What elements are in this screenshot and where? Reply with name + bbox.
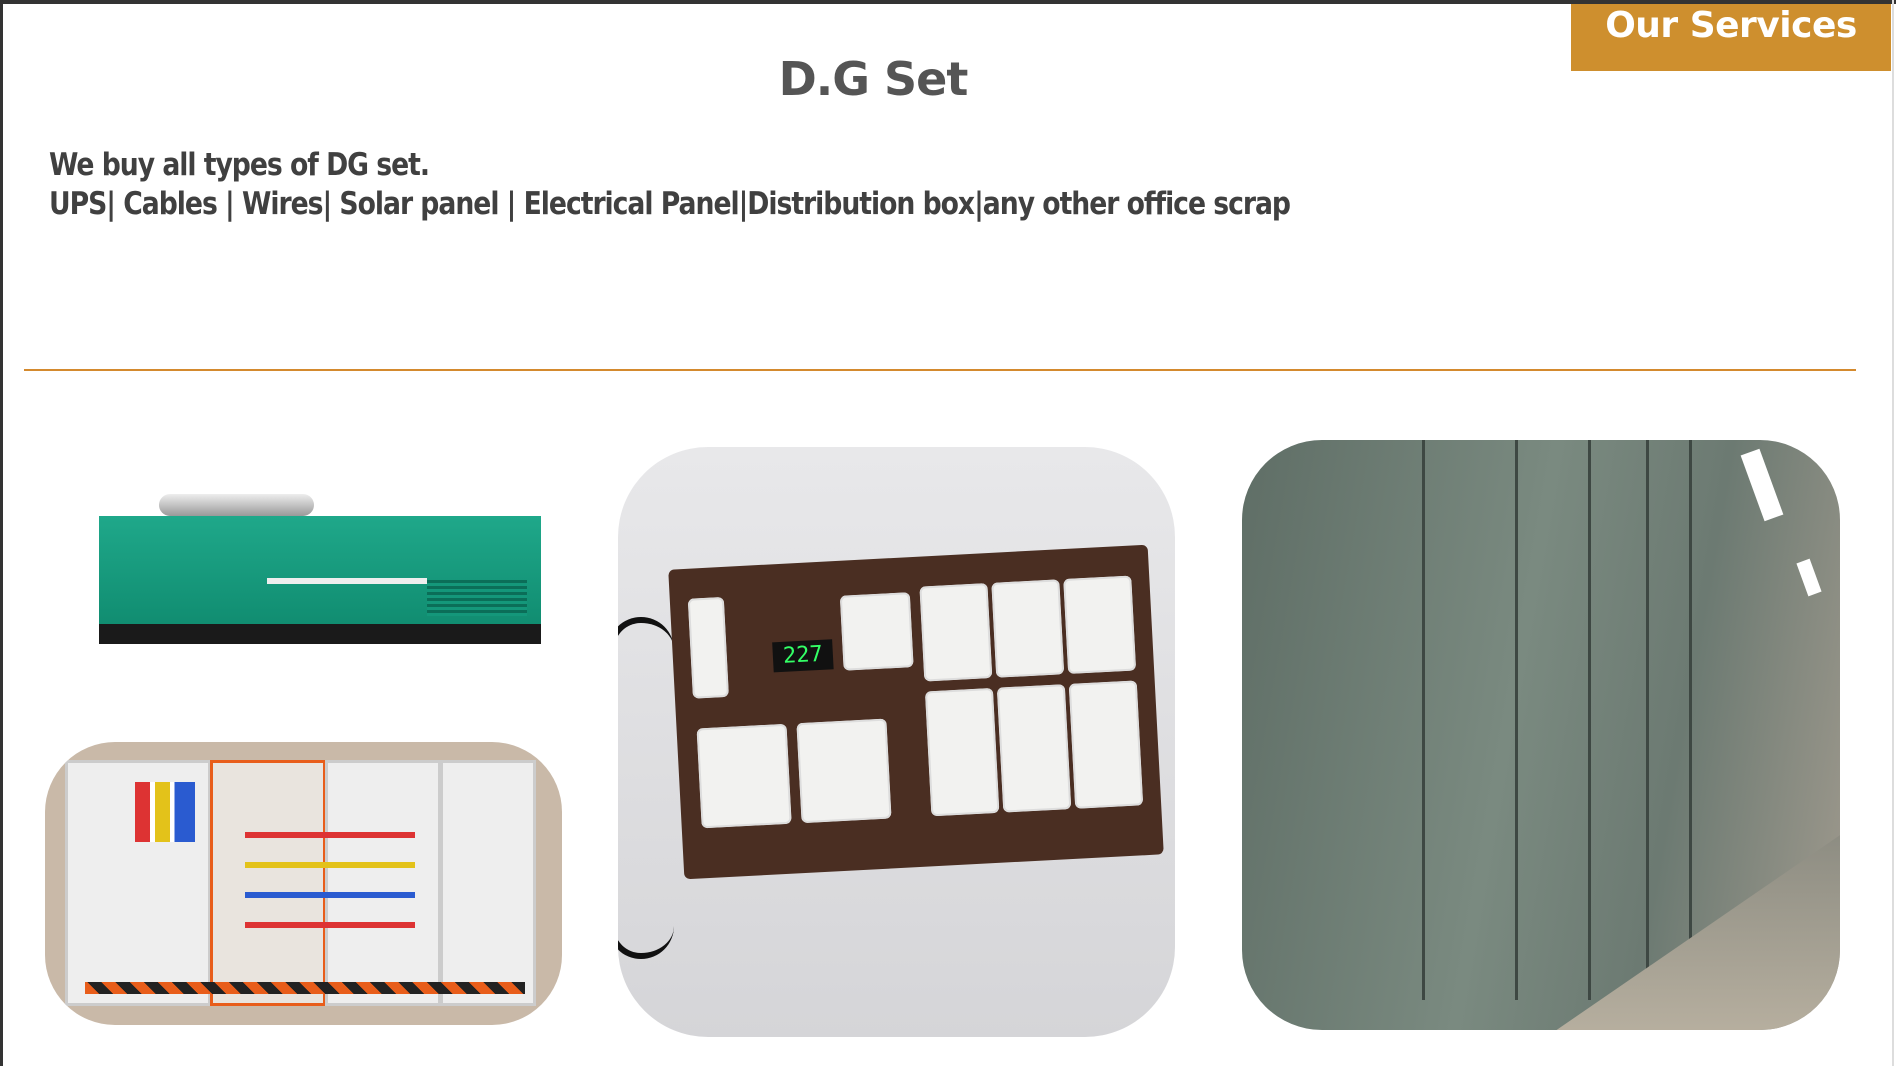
voltage-display: 227 xyxy=(772,639,834,673)
divider xyxy=(24,369,1856,371)
window-right-border xyxy=(1892,0,1894,1066)
our-services-banner: Our Services xyxy=(1571,4,1891,71)
description: We buy all types of DG set. UPS| Cables … xyxy=(49,146,1291,224)
window-top-border xyxy=(0,0,1896,4)
description-line-1: We buy all types of DG set. xyxy=(49,147,430,183)
control-panel-room-image xyxy=(1242,440,1840,1030)
page-title: D.G Set xyxy=(778,52,969,106)
generator-image xyxy=(97,490,544,653)
distribution-panel-image xyxy=(45,742,562,1025)
switchboard-image: 227 xyxy=(618,447,1175,1037)
window-left-border xyxy=(0,0,3,1066)
description-line-2: UPS| Cables | Wires| Solar panel | Elect… xyxy=(49,186,1291,222)
